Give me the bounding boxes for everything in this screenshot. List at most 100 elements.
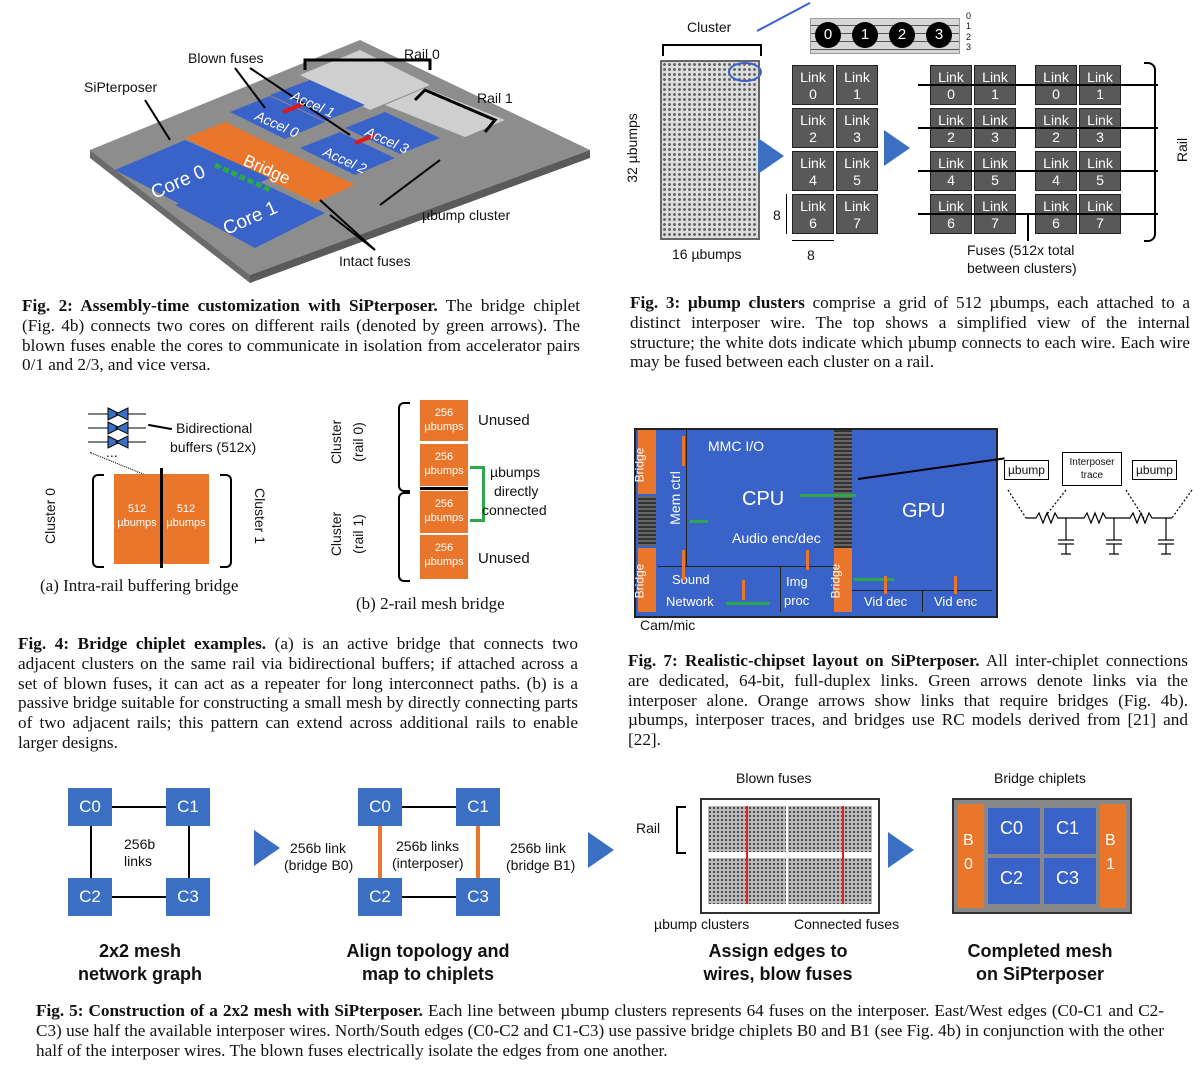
fig5-p1-c3: C3 [166, 878, 210, 916]
fig4b-cluster-rail0: Cluster [328, 420, 344, 464]
fig7-bridge-mid [834, 548, 852, 612]
fig7-cpu-label: CPU [742, 488, 785, 510]
fig5-p3-ubump-clusters: µbump clusters [654, 916, 750, 932]
fig3-tick-1: 1 [966, 21, 972, 31]
fig7-trace-label: trace [1080, 470, 1104, 481]
fig7-proc-label: proc [784, 593, 810, 608]
fig5-step1-line1: 2x2 mesh [98, 941, 182, 961]
fig7-orange-arrow-6 [954, 576, 957, 594]
fig7-network-label: Network [666, 594, 714, 609]
fig7-bridge-text-2: Bridge [632, 563, 647, 599]
link-num: 1 [991, 86, 999, 102]
fig7-bridge-text-3: Bridge [828, 563, 843, 599]
fig7-chip-layout [634, 428, 998, 618]
fig4b-ub-a: µbumps [424, 421, 464, 433]
fig5-p2-top-edge [380, 806, 480, 808]
fig7-bridge-text-1: Bridge [632, 447, 647, 483]
fig4a-bracket-right [220, 474, 232, 568]
fig5-graph-edge-3 [90, 806, 92, 896]
link-word: Link [982, 198, 1008, 214]
link-word: Link [800, 112, 826, 128]
fig2-rail0-label: Rail 0 [404, 46, 440, 62]
fig7-interposer-label: Interposer [1069, 457, 1115, 468]
fig7-stripe-left [638, 496, 656, 546]
link-num: 7 [991, 215, 999, 231]
fig3-cluster-label: Cluster [687, 19, 732, 35]
link-num: 2 [809, 129, 817, 145]
fig4-caption-body: (a) is an active bridge that connects tw… [18, 634, 578, 752]
fig5-step1-line2: network graph [77, 964, 202, 984]
fig7-divider-4 [780, 566, 781, 612]
fig4a-bidirectional-label: Bidirectional [176, 420, 253, 436]
link-word: Link [1043, 155, 1069, 171]
fig5-caption-title: Fig. 5: Construction of a 2x2 mesh with … [36, 1001, 423, 1020]
fig5-arrow-3 [888, 832, 914, 868]
fig4a-ubumps-right: µbumps [166, 517, 206, 529]
fig7-caption-title: Fig. 7: Realistic-chipset layout on SiPt… [628, 651, 980, 670]
fig4a-ellipsis: ... [106, 444, 118, 460]
link-num: 6 [1052, 215, 1060, 231]
fig7-sound-label: Sound [672, 572, 710, 587]
fig7-orange-arrow-1 [682, 436, 685, 466]
fig3-caption: Fig. 3: µbump clusters comprise a grid o… [630, 293, 1190, 372]
link-num: 4 [947, 172, 955, 188]
fig2-intact-fuses-label: Intact fuses [339, 253, 411, 269]
fig5-p2-bottom-edge [380, 896, 480, 898]
fig5-p1-links-1: 256b [124, 836, 156, 852]
fig7-ubump-right: µbump [1132, 460, 1177, 480]
fig5-graph-edges [90, 806, 210, 808]
fig5-step3-line1: Assign edges to [708, 941, 848, 961]
fig7-divider-3 [686, 430, 687, 566]
fig7-caption-body: All inter-chiplet connections are dedica… [628, 651, 1188, 750]
link-word: Link [844, 198, 870, 214]
fig4b-bracket-top [398, 402, 410, 492]
link-word: Link [844, 155, 870, 171]
link-word: Link [1087, 69, 1113, 85]
fig7-memctrl-label: Mem ctrl [666, 471, 683, 525]
fig5-p2-b1-1: 256b link [510, 840, 567, 856]
link-word: Link [800, 155, 826, 171]
fig5-p1-c2: C2 [68, 878, 112, 916]
link-word: Link [938, 198, 964, 214]
fig7-bridge-tl-label: Bridge [632, 448, 646, 483]
fig4b-ubumps-label: µbumps [490, 464, 541, 480]
fig3-fuses-label-2: between clusters) [967, 260, 1077, 276]
fig7-cam-label: Cam/mic [640, 617, 696, 633]
fig3-dot-3: 3 [926, 22, 952, 48]
fig5-p2-left-bridge [378, 826, 382, 878]
link-num: 3 [991, 129, 999, 145]
fig4b-256-b: 256 [434, 451, 454, 463]
link-num: 0 [947, 86, 955, 102]
fig2-ubump-cluster-label: µbump cluster [422, 207, 511, 223]
fig3-fuse-arrow [1027, 213, 1029, 241]
link-word: Link [800, 69, 826, 85]
fig5-p4-b-left: B [963, 832, 974, 849]
fig4a-cluster0-label: Cluster 0 [42, 487, 59, 545]
fig2-rail1-label: Rail 1 [477, 90, 513, 106]
fig4b-bracket-bottom [398, 492, 410, 582]
link-word: Link [1087, 155, 1113, 171]
fig7-bridge-mid-label: Bridge [828, 564, 842, 599]
fig5-p2-c0: C0 [358, 788, 402, 826]
fig2-caption-body: The bridge chiplet (Fig. 4b) connects tw… [22, 296, 581, 375]
fig3-tick-0: 0 [966, 11, 972, 21]
fig4-caption-title: Fig. 4: Bridge chiplet examples. [18, 634, 267, 653]
fig4b-cluster-rail1: Cluster [328, 512, 344, 556]
link-word: Link [938, 155, 964, 171]
link-word: Link [1043, 69, 1069, 85]
fig5-p4-bridge-chiplets: Bridge chiplets [994, 770, 1086, 786]
link-num: 0 [809, 86, 817, 102]
fig5-arrow-2 [588, 832, 614, 868]
fig3-arrow-2 [884, 130, 910, 166]
fig5-p2-c1: C1 [456, 788, 500, 826]
fig2-caption: Fig. 2: Assembly-time customization with… [22, 296, 580, 375]
fig7-green-arrow-4 [854, 578, 894, 581]
fig7-interposer-box: Interposer trace [1062, 452, 1122, 486]
link-num: 5 [1096, 172, 1104, 188]
fig4a-ubumps-left: µbumps [117, 517, 157, 529]
fig7-divider-1 [658, 566, 834, 567]
fig5-p4-c0: C0 [1000, 818, 1024, 838]
fig5-p3-blown: Blown fuses [736, 770, 812, 786]
